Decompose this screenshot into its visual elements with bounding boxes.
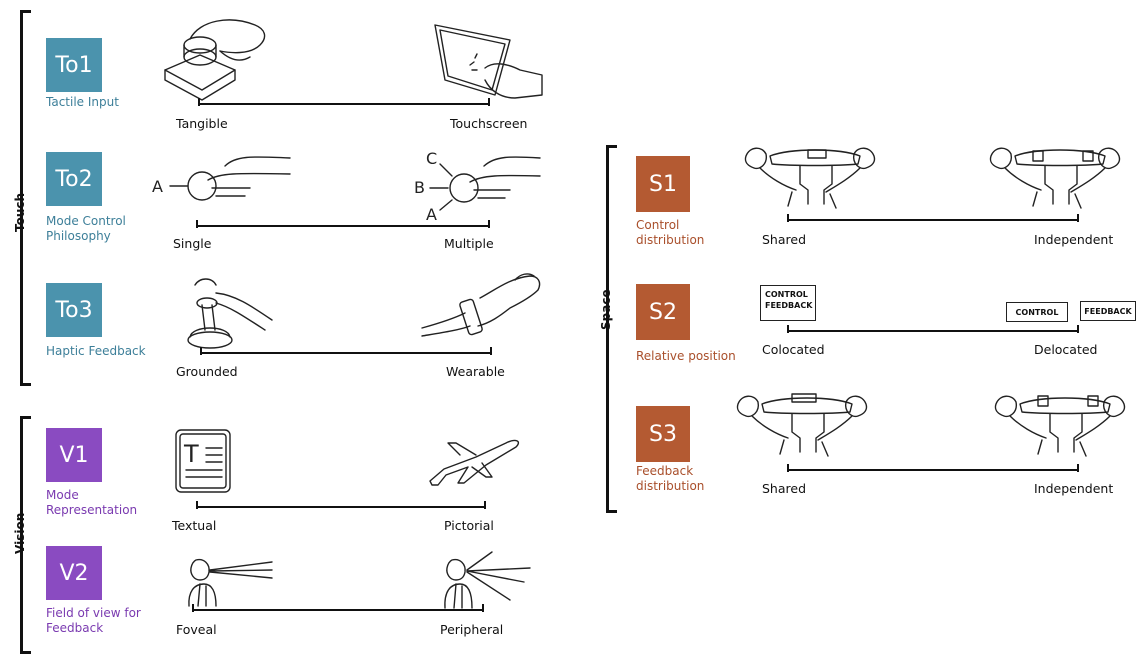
to2-code-box: To2 — [46, 152, 102, 206]
v1-axis — [196, 506, 486, 508]
independent-console-icon — [985, 138, 1125, 210]
s2-left-label: Colocated — [762, 342, 825, 357]
multi-button-hand-icon: C B A — [410, 148, 545, 223]
grounded-joystick-icon — [180, 275, 275, 353]
s1-left-label: Shared — [762, 232, 806, 247]
v2-code-box: V2 — [46, 546, 102, 600]
touchscreen-hand-icon — [430, 20, 550, 100]
s3-code-box: S3 — [636, 406, 690, 462]
foveal-person-icon — [184, 556, 279, 611]
airplane-icon — [424, 433, 524, 489]
to2-glyph-a-right: A — [426, 205, 437, 224]
vision-group-label: Vision — [13, 513, 27, 554]
to2-axis — [196, 225, 490, 227]
touch-group-label: Touch — [13, 193, 27, 232]
v2-caption: Field of view for Feedback — [46, 606, 146, 636]
to1-axis — [198, 103, 490, 105]
v1-code-box: V1 — [46, 428, 102, 482]
to3-code-box: To3 — [46, 283, 102, 337]
to3-left-label: Grounded — [176, 364, 238, 379]
to1-code-box: To1 — [46, 38, 102, 92]
to3-right-label: Wearable — [446, 364, 505, 379]
s1-axis — [787, 219, 1079, 221]
s1-right-label: Independent — [1034, 232, 1113, 247]
s3-left-label: Shared — [762, 481, 806, 496]
to2-glyph-c: C — [426, 149, 437, 168]
independent-console-icon — [990, 386, 1130, 458]
shared-console-icon — [732, 386, 872, 458]
s2-axis — [787, 330, 1079, 332]
peripheral-person-icon — [440, 550, 532, 612]
to3-caption: Haptic Feedback — [46, 344, 161, 359]
rotary-knob-hand-icon — [160, 15, 270, 100]
v2-left-label: Foveal — [176, 622, 217, 637]
space-group-label: Space — [599, 289, 613, 330]
to1-caption: Tactile Input — [46, 95, 166, 110]
s2-code-box: S2 — [636, 284, 690, 340]
s2-right-label: Delocated — [1034, 342, 1098, 357]
control-feedback-colocated-box: CONTROL FEEDBACK — [760, 285, 816, 321]
shared-console-icon — [740, 138, 880, 210]
to1-right-label: Touchscreen — [450, 116, 527, 131]
s3-caption: Feedback distribution — [636, 464, 736, 494]
to2-glyph-a-left: A — [152, 177, 163, 196]
v1-caption: Mode Representation — [46, 488, 156, 518]
v2-right-label: Peripheral — [440, 622, 503, 637]
to2-left-label: Single — [173, 236, 211, 251]
delocated-feedback-box: FEEDBACK — [1080, 301, 1136, 321]
v1-right-label: Pictorial — [444, 518, 494, 533]
to1-left-label: Tangible — [176, 116, 228, 131]
s1-code-box: S1 — [636, 156, 690, 212]
single-button-hand-icon: A — [150, 148, 295, 218]
to2-glyph-b: B — [414, 178, 425, 197]
v1-doc-glyph: T — [183, 440, 199, 468]
v1-left-label: Textual — [172, 518, 216, 533]
s3-axis — [787, 469, 1079, 471]
colocated-control-text: CONTROL — [765, 289, 815, 300]
s3-right-label: Independent — [1034, 481, 1113, 496]
to3-axis — [200, 352, 492, 354]
to2-right-label: Multiple — [444, 236, 494, 251]
text-document-icon: T — [174, 428, 234, 494]
colocated-feedback-text: FEEDBACK — [765, 300, 815, 311]
to2-caption: Mode Control Philosophy — [46, 214, 146, 244]
s1-caption: Control distribution — [636, 218, 736, 248]
s2-caption: Relative position — [636, 349, 751, 364]
v2-axis — [192, 609, 484, 611]
delocated-control-box: CONTROL — [1006, 302, 1068, 322]
wrist-band-icon — [420, 268, 545, 338]
